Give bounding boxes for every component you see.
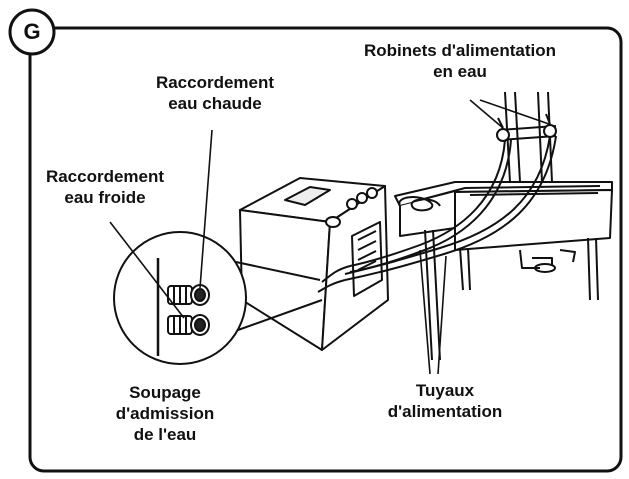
frame-border bbox=[28, 26, 623, 473]
label-supply-hoses: Tuyaux d'alimentation bbox=[370, 380, 520, 422]
label-line: Soupage bbox=[129, 383, 201, 402]
label-line: Raccordement bbox=[45, 167, 165, 186]
label-line: de l'eau bbox=[133, 425, 197, 444]
label-line: Raccordement bbox=[155, 73, 275, 92]
wall-pipes bbox=[496, 91, 557, 183]
label-supply-valves: Robinets d'alimentation en eau bbox=[330, 40, 590, 82]
label-line: Robinets d'alimentation bbox=[364, 41, 556, 60]
hot-water-connector bbox=[167, 284, 210, 306]
leader-lines bbox=[109, 99, 550, 375]
figure-badge: G bbox=[23, 19, 41, 44]
label-line: en eau bbox=[433, 62, 487, 81]
label-line: d'alimentation bbox=[387, 402, 503, 421]
washing-machine bbox=[239, 177, 389, 351]
label-line: Tuyaux bbox=[415, 381, 475, 400]
label-line: d'admission bbox=[115, 404, 215, 423]
supply-hoses bbox=[317, 135, 557, 293]
cold-water-connector bbox=[167, 314, 210, 336]
label-cold-connection: Raccordement eau froide bbox=[30, 166, 180, 208]
label-line: eau froide bbox=[64, 188, 146, 207]
label-hot-connection: Raccordement eau chaude bbox=[140, 72, 290, 114]
label-line: eau chaude bbox=[168, 94, 262, 113]
badge-circle bbox=[8, 8, 56, 56]
label-inlet-valve: Soupage d'admission de l'eau bbox=[100, 382, 230, 445]
magnified-detail bbox=[113, 231, 323, 365]
